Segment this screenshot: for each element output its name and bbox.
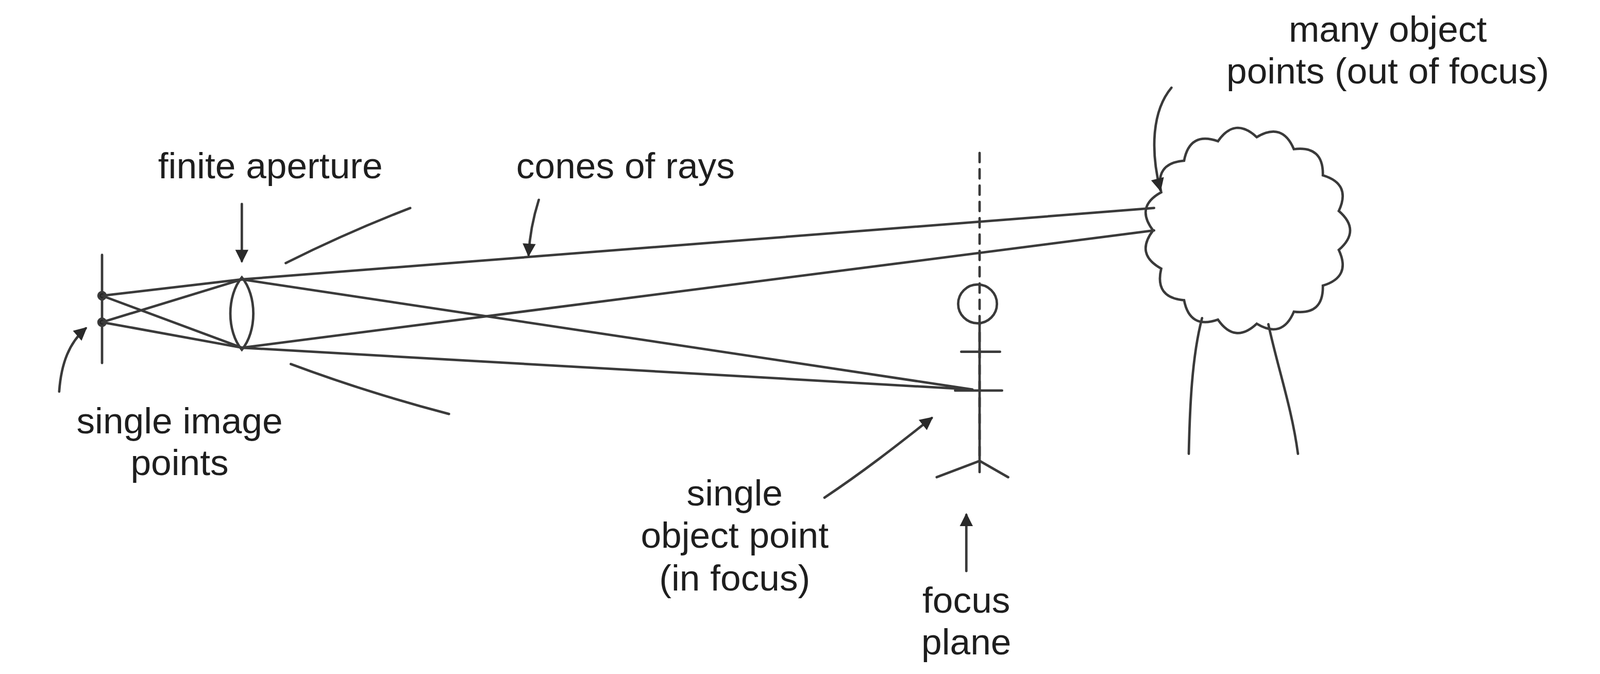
aperture-label: finite aperture [158, 144, 383, 188]
label-line: many object [1226, 8, 1549, 51]
leader-arrow [528, 199, 540, 256]
object-label-box: many object points (out of focus) [1226, 8, 1549, 93]
label-line: cones of rays [516, 144, 735, 188]
ray-cone-person [241, 279, 973, 390]
cone-stroke [285, 208, 411, 264]
focus-plane-label-box: focus plane [921, 579, 1012, 664]
object-point-label: single object point (in focus) [640, 472, 829, 599]
label-line: focus [921, 579, 1012, 622]
tree-crown [1145, 127, 1351, 333]
object-label: many object points (out of focus) [1226, 8, 1549, 93]
leader-arrow [965, 514, 968, 571]
leader-arrow [824, 417, 932, 498]
focus-plane-label: focus plane [921, 579, 1012, 664]
leader-arrow [240, 204, 244, 262]
leader-arrow [59, 328, 86, 392]
label-line: object point [640, 514, 829, 557]
image-plane [100, 255, 104, 364]
label-line: points (out of focus) [1226, 50, 1549, 93]
label-line: single [640, 472, 829, 515]
tree-trunk [1188, 317, 1299, 454]
image-rays [102, 279, 242, 348]
ray-cone-tree [241, 208, 1154, 348]
rays-label: cones of rays [516, 144, 735, 188]
cone-stroke [290, 363, 449, 414]
label-line: (in focus) [640, 556, 829, 599]
image-label-box: single image points [76, 399, 283, 485]
image-label: single image points [76, 399, 283, 485]
person-head [957, 284, 997, 324]
label-line: single image [76, 399, 283, 443]
label-line: points [76, 442, 283, 485]
label-line: finite aperture [158, 144, 383, 188]
lens [230, 277, 254, 350]
rays-label-box: cones of rays [516, 144, 735, 188]
leader-arrow [1154, 87, 1172, 190]
label-line: plane [921, 621, 1012, 664]
aperture-label-box: finite aperture [158, 144, 383, 188]
object-point-label-box: single object point (in focus) [640, 472, 829, 599]
person-figure [936, 323, 1009, 478]
